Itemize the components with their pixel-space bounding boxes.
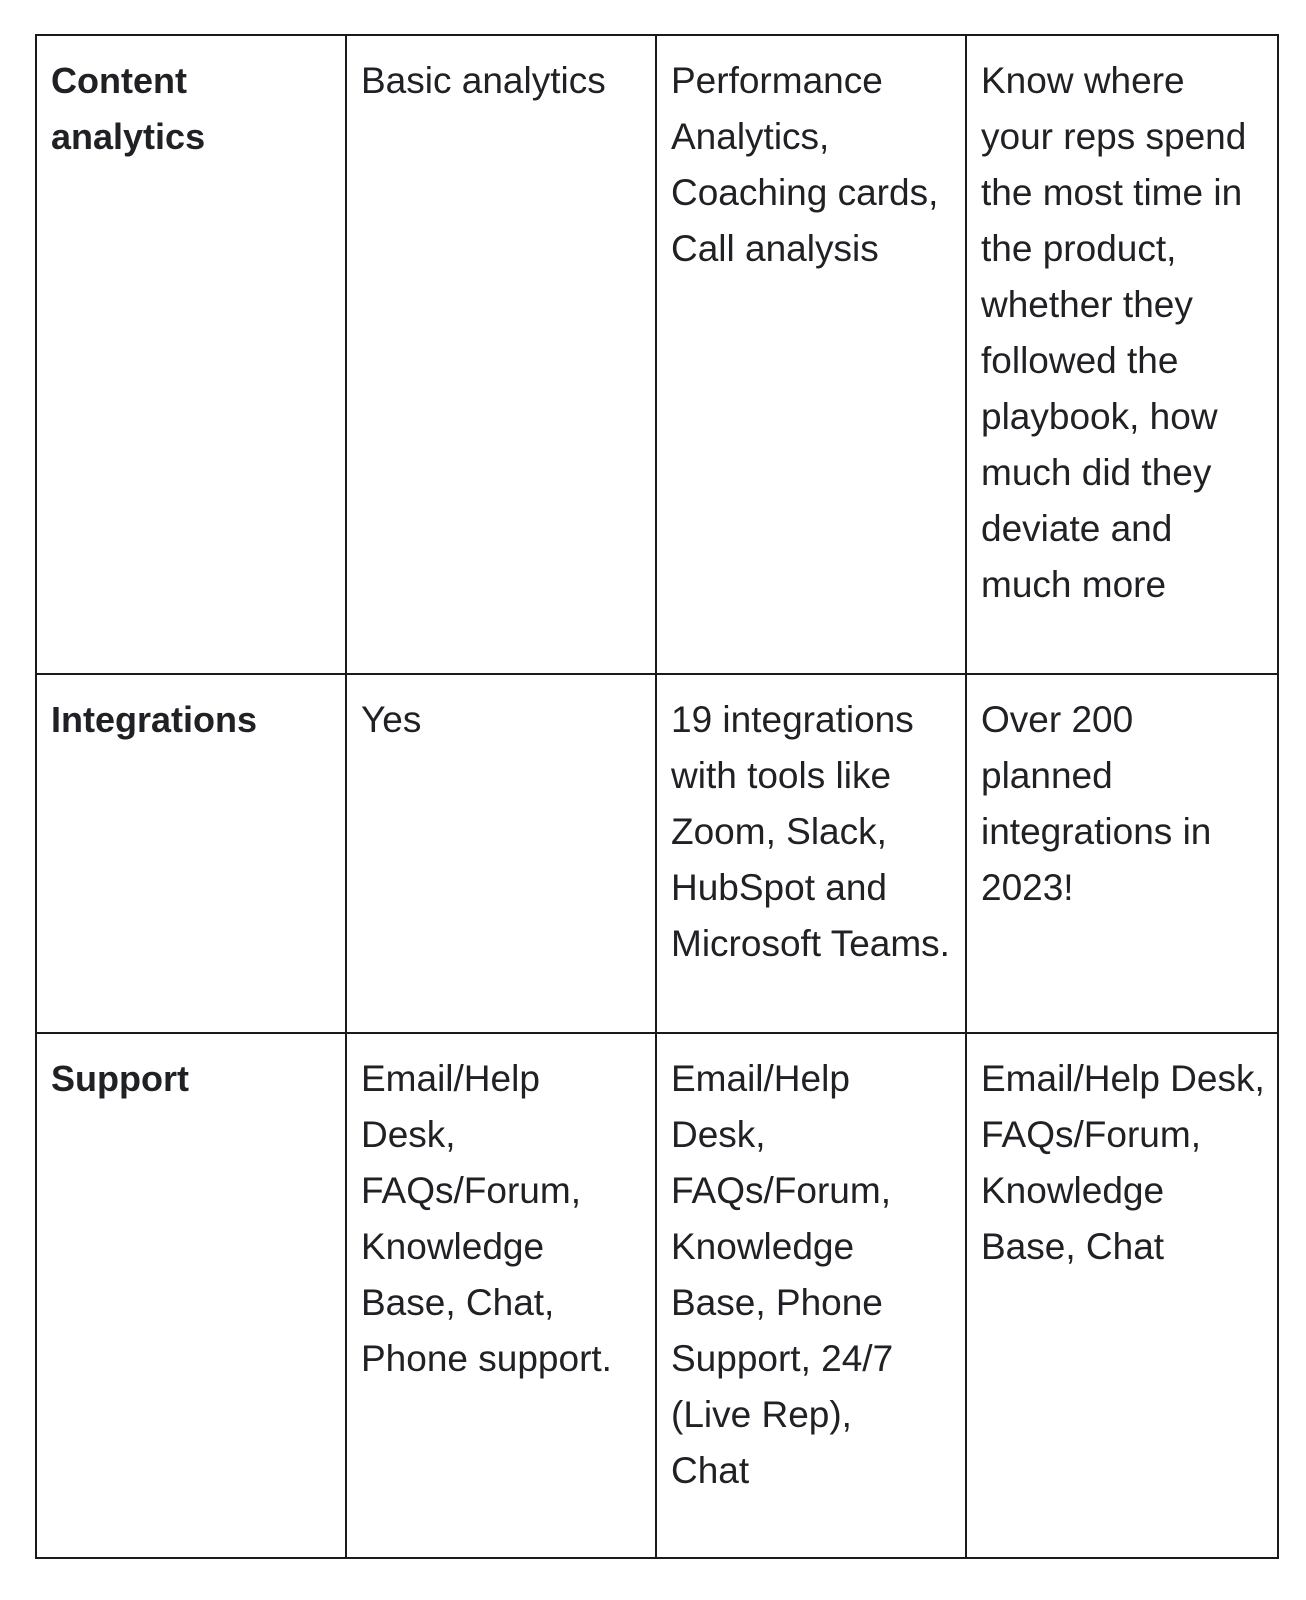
cell-support-col2-extra: Chat [671, 1450, 750, 1491]
cell-support-col2: Email/Help Desk, FAQs/Forum, Knowledge B… [655, 1032, 967, 1559]
cell-integrations-col2: 19 integrations with tools like Zoom, Sl… [655, 673, 967, 1034]
table-row-integrations: Integrations Yes 19 integrations with to… [35, 673, 1279, 1034]
cell-support-col3: Email/Help Desk, FAQs/Forum, Knowledge B… [965, 1032, 1279, 1559]
cell-integrations-col1: Yes [345, 673, 657, 1034]
row-label-integrations: Integrations [35, 673, 347, 1034]
comparison-table-container: Content analytics Basic analytics Perfor… [35, 34, 1279, 1559]
table-row-support: Support Email/Help Desk, FAQs/Forum, Kno… [35, 1032, 1279, 1559]
cell-integrations-col3: Over 200 planned integrations in 2023! [965, 673, 1279, 1034]
cell-support-col1: Email/Help Desk, FAQs/Forum, Knowledge B… [345, 1032, 657, 1559]
cell-content-analytics-col1: Basic analytics [345, 34, 657, 675]
row-label-content-analytics: Content analytics [35, 34, 347, 675]
cell-content-analytics-col3: Know where your reps spend the most time… [965, 34, 1279, 675]
cell-support-col2-text: Email/Help Desk, FAQs/Forum, Knowledge B… [671, 1058, 894, 1435]
cell-content-analytics-col2: Performance Analytics, Coaching cards, C… [655, 34, 967, 675]
row-label-support: Support [35, 1032, 347, 1559]
comparison-table: Content analytics Basic analytics Perfor… [35, 34, 1279, 1559]
table-row-content-analytics: Content analytics Basic analytics Perfor… [35, 34, 1279, 675]
